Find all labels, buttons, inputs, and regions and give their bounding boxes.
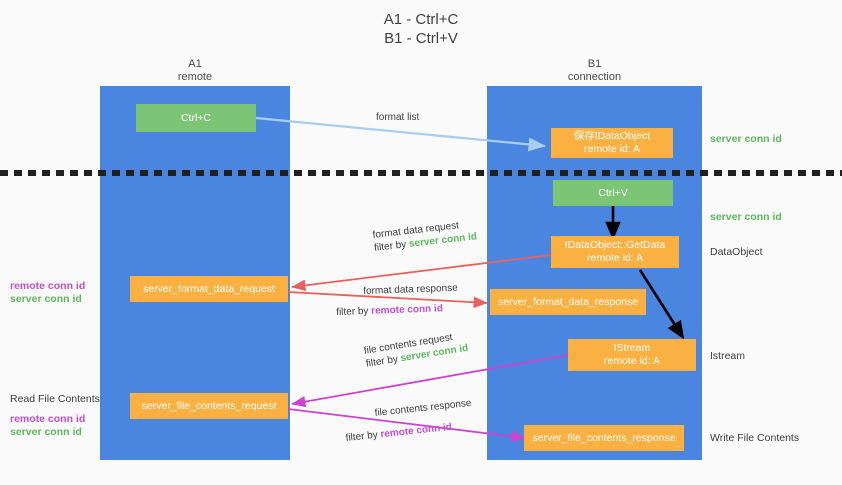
title-line-1: A1 - Ctrl+C <box>383 11 459 28</box>
lane-a1-name: A1 <box>188 58 202 70</box>
lane-b1-name: B1 <box>587 58 602 70</box>
node-istream-sublabel: remote id: A <box>603 355 661 367</box>
annotation-right-server-conn-id-1: server conn id <box>710 133 782 145</box>
node-save-idataobject-sublabel: remote id: A <box>583 143 641 155</box>
page-title: A1 - Ctrl+C B1 - Ctrl+V <box>0 10 842 48</box>
annotation-left-read-file-contents: Read File Contents <box>10 393 100 405</box>
node-istream-label: IStream <box>613 342 651 354</box>
edge-format-data-request <box>291 254 552 292</box>
node-server-format-data-request[interactable]: server_format_data_request <box>130 276 288 302</box>
node-ctrl-v[interactable]: Ctrl+V <box>553 180 673 206</box>
edge-format-data-response <box>287 291 488 309</box>
title-line-2: B1 - Ctrl+V <box>384 30 458 47</box>
edge-getdata-to-istream <box>638 269 685 340</box>
node-server-file-contents-response[interactable]: server_file_contents_response <box>524 425 684 451</box>
edge-file-contents-request <box>291 354 569 408</box>
annotation-right-write-file-contents: Write File Contents <box>710 432 800 444</box>
edge-label-fcresp-filter-prefix: filter by <box>345 429 382 444</box>
edge-format-list <box>255 116 547 152</box>
lane-header-b1: B1 connection <box>487 58 702 84</box>
edge-label-format-list: format list <box>376 112 420 123</box>
phase-separator-dashed-line <box>0 170 842 176</box>
node-ctrl-c[interactable]: Ctrl+C <box>136 104 256 132</box>
edge-label-fdresp-filter-key: remote conn id <box>371 303 444 317</box>
lane-a1-sub: remote <box>177 71 213 83</box>
annotation-left-server-conn-id-1: server conn id <box>10 293 82 305</box>
node-server-file-contents-response-label: server_file_contents_response <box>532 431 676 444</box>
node-ctrl-v-label: Ctrl+V <box>598 186 628 199</box>
lane-header-a1: A1 remote <box>100 58 290 84</box>
annotation-left-server-conn-id-2: server conn id <box>10 426 82 438</box>
node-save-idataobject[interactable]: 保存IDataObject remote id: A <box>551 128 673 158</box>
node-server-file-contents-request-label: server_file_contents_request <box>141 399 277 412</box>
annotation-right-dataobject: DataObject <box>710 246 763 258</box>
node-istream[interactable]: IStream remote id: A <box>568 339 696 371</box>
edge-file-contents-response <box>287 408 526 443</box>
lane-b1-sub: connection <box>567 71 622 83</box>
node-server-format-data-response-label: server_format_data_response <box>497 295 639 308</box>
node-idataobject-getdata-sublabel: remote id: A <box>586 252 644 264</box>
node-server-format-data-response[interactable]: server_format_data_response <box>490 289 646 315</box>
node-idataobject-getdata-label: IDataObject::GetData <box>564 239 666 251</box>
node-idataobject-getdata[interactable]: IDataObject::GetData remote id: A <box>551 236 679 268</box>
edge-label-fdresp-filter-prefix: filter by <box>336 305 372 318</box>
node-ctrl-c-label: Ctrl+C <box>180 111 212 124</box>
annotation-right-istream: Istream <box>710 350 746 362</box>
annotation-left-remote-conn-id-2: remote conn id <box>10 413 86 425</box>
node-server-file-contents-request[interactable]: server_file_contents_request <box>130 393 288 419</box>
node-save-idataobject-label: 保存IDataObject <box>573 130 651 142</box>
annotation-right-server-conn-id-2: server conn id <box>710 211 782 223</box>
node-server-format-data-request-label: server_format_data_request <box>143 282 275 295</box>
annotation-left-remote-conn-id-1: remote conn id <box>10 280 86 292</box>
